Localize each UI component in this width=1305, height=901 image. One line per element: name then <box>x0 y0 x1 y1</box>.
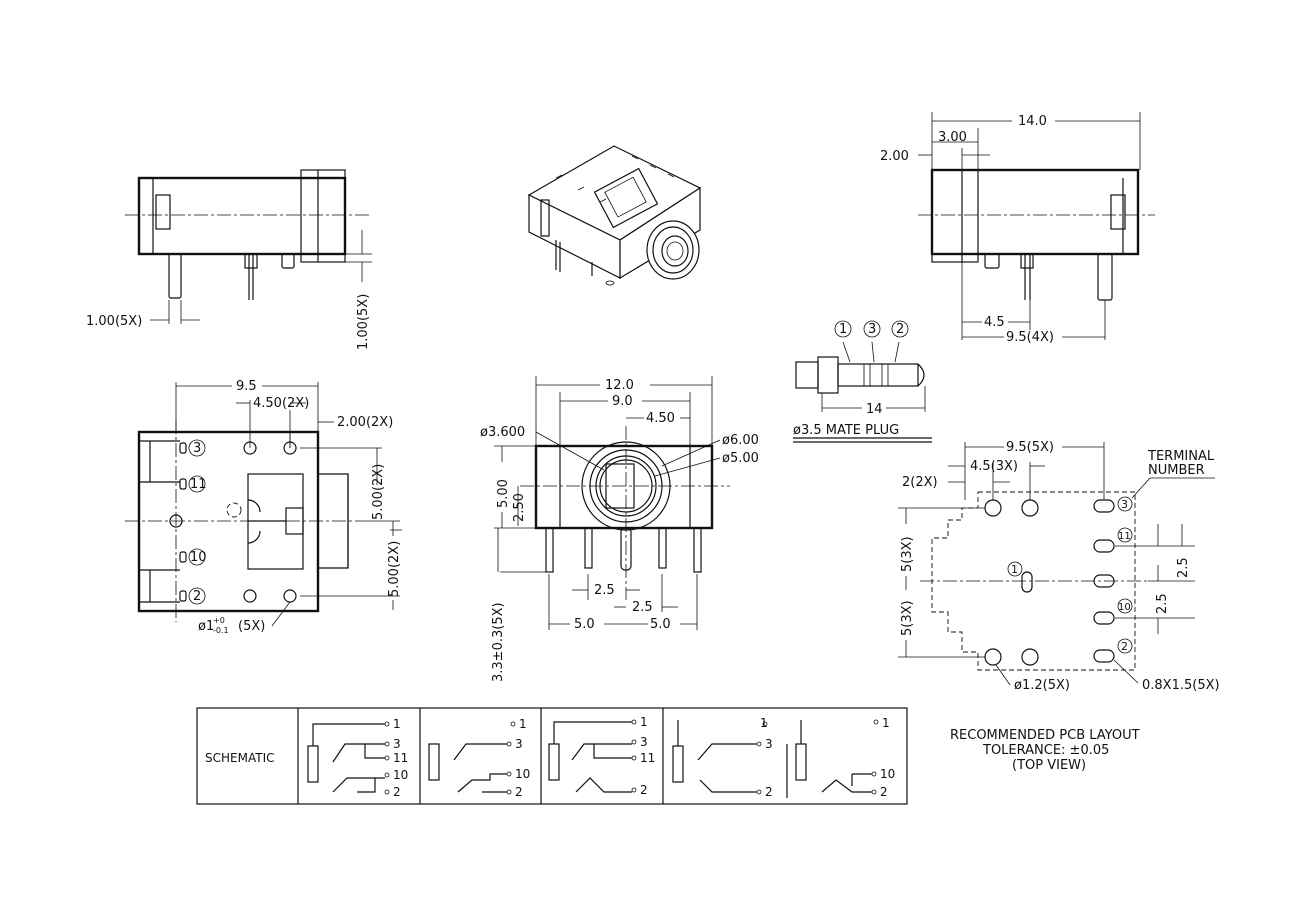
pin-num-10: 10 <box>190 550 207 565</box>
schematic-cell-1: 1 3 11 10 2 <box>307 717 408 799</box>
terminal-label-1: TERMINAL <box>1147 449 1215 464</box>
schematic-cell-5: 1 10 2 <box>786 716 895 799</box>
sch2-pin-2: 2 <box>515 785 523 799</box>
schematic-table: SCHEMATIC 1 3 11 10 2 <box>196 707 908 805</box>
x-span: 9.5(5X) <box>1006 440 1054 455</box>
slot-label: 0.8X1.5(5X) <box>1142 678 1220 693</box>
half-right: 5.0 <box>650 617 671 632</box>
pcb-terminal-3: 3 <box>1121 498 1128 511</box>
x-offset: 2(2X) <box>902 475 938 490</box>
sch4-pin-2: 2 <box>765 785 773 799</box>
sch1-pin-11: 11 <box>393 751 408 765</box>
plug-label: ø3.5 MATE PLUG <box>793 423 899 438</box>
bottom-width: 9.5 <box>236 379 257 394</box>
flange-width: 3.00 <box>938 130 967 145</box>
sch2-pin-10: 10 <box>515 767 530 781</box>
plug-contact-1: 1 <box>839 322 847 337</box>
sch3-pin-2: 2 <box>640 783 648 797</box>
overall-length: 14.0 <box>1018 114 1047 129</box>
sch1-pin-10: 10 <box>393 768 408 782</box>
sch3-pin-11: 11 <box>640 751 655 765</box>
pitch-y-top: 5.00(2X) <box>371 464 386 520</box>
sch5-pin-1: 1 <box>882 716 890 730</box>
sch5-pin-10: 10 <box>880 767 895 781</box>
y-right-top: 2.5 <box>1176 557 1191 578</box>
schematic-cell-2: 1 3 10 2 <box>428 717 530 799</box>
center-height: 2.50 <box>512 493 527 522</box>
schematic-cell-3: 1 3 11 2 <box>548 715 655 797</box>
plug-length: 14 <box>866 402 883 417</box>
schematic-title: SCHEMATIC <box>205 751 274 765</box>
pcb-terminal-10: 10 <box>1118 602 1131 613</box>
half-left: 5.0 <box>574 617 595 632</box>
sch3-pin-1: 1 <box>640 715 648 729</box>
pitch-y-bottom: 5.00(2X) <box>387 541 402 597</box>
hole-label: ø1.2(5X) <box>1014 678 1070 693</box>
y-top: 5(3X) <box>900 536 915 572</box>
sch4-pin-3: 3 <box>765 737 773 751</box>
plug-contact-2: 2 <box>896 322 904 337</box>
pcb-title-1: RECOMMENDED PCB LAYOUT <box>950 728 1140 743</box>
pitch-b: 2.5 <box>632 600 653 615</box>
sch1-pin-3: 3 <box>393 737 401 751</box>
sch5-pin-2: 2 <box>880 785 888 799</box>
hole-label-prefix: ø1 <box>198 619 214 634</box>
front-width: 12.0 <box>605 378 634 393</box>
isometric-view <box>527 145 702 286</box>
pitch-a: 2.5 <box>594 583 615 598</box>
sch4-pin-1: 1 <box>760 716 768 730</box>
side-view-right: 14.0 3.00 2.00 4.5 9.5(4X) <box>880 112 1155 345</box>
mate-plug: 1 3 2 14 ø3.5 MATE PLUG <box>793 320 932 443</box>
edge-offset: 2.00(2X) <box>337 415 393 430</box>
sch1-pin-1: 1 <box>393 717 401 731</box>
y-right-bottom: 2.5 <box>1155 593 1170 614</box>
front-pin-span: 9.0 <box>612 394 633 409</box>
schematic-cell-4: 1 3 2 <box>672 716 773 799</box>
center-offset: 4.50 <box>646 411 675 426</box>
dia-inner: ø5.00 <box>722 451 759 466</box>
pcb-terminal-2: 2 <box>1121 640 1128 653</box>
dia-small: ø3.600 <box>480 425 525 440</box>
sch1-pin-2: 2 <box>393 785 401 799</box>
front-view: 12.0 9.0 4.50 ø3.600 ø6.00 ø5.00 5.00 2.… <box>480 376 759 682</box>
y-bottom: 5(3X) <box>900 600 915 636</box>
sch2-pin-1: 1 <box>519 717 527 731</box>
pin-pitch-label: 1.00(5X) <box>86 314 142 329</box>
terminal-label-2: NUMBER <box>1148 463 1205 478</box>
sch2-pin-3: 3 <box>515 737 523 751</box>
x-pitch: 4.5(3X) <box>970 459 1018 474</box>
plug-contact-3: 3 <box>868 322 876 337</box>
flange-offset: 2.00 <box>880 149 909 164</box>
pcb-layout: 3 11 1 10 2 TERMINAL NUMBER 9.5(5X) 4.5(… <box>898 440 1220 773</box>
front-height: 5.00 <box>496 479 511 508</box>
pcb-terminal-11: 11 <box>1118 531 1131 542</box>
sch3-pin-3: 3 <box>640 735 648 749</box>
dia-outer: ø6.00 <box>722 433 759 448</box>
pin-num-2: 2 <box>193 589 201 604</box>
pin-num-11: 11 <box>190 477 207 492</box>
hole-tol-minus: -0.1 <box>213 626 229 635</box>
side-view-left: 1.00(5X) 1.00(5X) <box>86 169 372 350</box>
pitch-x: 4.50(2X) <box>253 396 309 411</box>
pcb-title-3: (TOP VIEW) <box>1012 758 1086 773</box>
bottom-view: 3 11 10 2 9.5 4.50(2X) 2.00(2X) 5.00(2X)… <box>125 379 402 635</box>
hole-tol-plus: +0 <box>213 616 225 625</box>
pcb-title-2: TOLERANCE: ±0.05 <box>982 743 1109 758</box>
pin-span: 9.5(4X) <box>1006 330 1054 345</box>
pcb-terminal-1: 1 <box>1011 563 1018 576</box>
pin-length: 3.3±0.3(5X) <box>491 602 506 682</box>
pin-num-3: 3 <box>193 441 201 456</box>
pin-height-label: 1.00(5X) <box>356 294 371 350</box>
hole-label-suffix: (5X) <box>238 619 265 634</box>
pin-offset: 4.5 <box>984 315 1005 330</box>
